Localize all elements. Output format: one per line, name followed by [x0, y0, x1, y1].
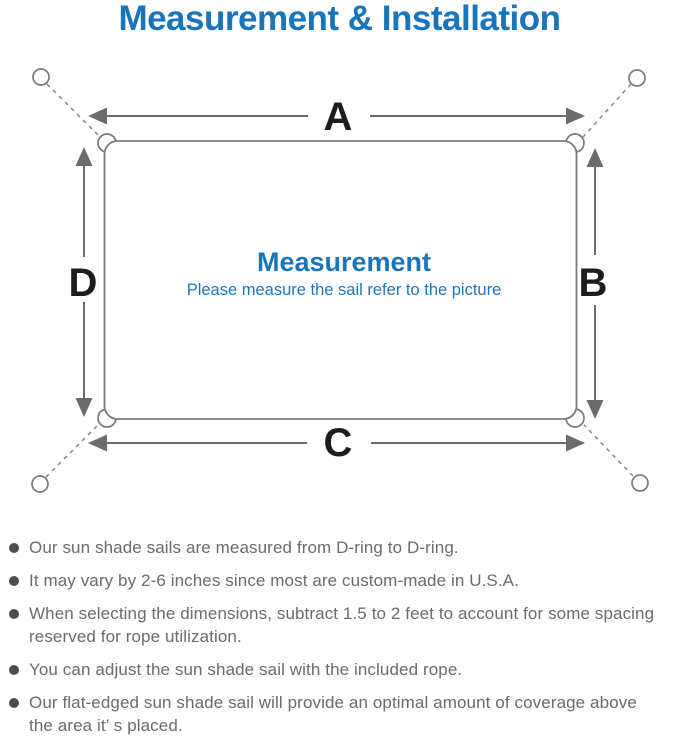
dimension-label-d: D	[69, 261, 98, 305]
note-item: Our sun shade sails are measured from D-…	[9, 536, 675, 559]
dimension-label-a: A	[324, 95, 353, 139]
note-item: Our flat-edged sun shade sail will provi…	[9, 691, 675, 737]
note-text: It may vary by 2-6 inches since most are…	[29, 571, 519, 590]
note-text: You can adjust the sun shade sail with t…	[29, 660, 463, 679]
bullet-dot-icon	[9, 698, 19, 708]
arrow-d	[75, 147, 93, 417]
diagram-center-subtitle: Please measure the sail refer to the pic…	[187, 281, 502, 299]
arrow-b	[586, 148, 604, 419]
rope-line-top-right	[582, 83, 632, 138]
note-text: Our flat-edged sun shade sail will provi…	[29, 693, 637, 735]
note-item: It may vary by 2-6 inches since most are…	[9, 569, 675, 592]
dimension-label-c: C	[324, 421, 353, 465]
anchor-ring-bottom-right-icon	[631, 474, 649, 492]
rope-line-top-left	[46, 83, 101, 138]
page-title: Measurement & Installation	[118, 0, 561, 38]
note-item: You can adjust the sun shade sail with t…	[9, 658, 675, 681]
anchor-ring-top-left-icon	[32, 68, 50, 86]
bullet-dot-icon	[9, 609, 19, 619]
anchor-ring-top-right-icon	[628, 69, 646, 87]
diagram-center-title: Measurement	[257, 247, 431, 277]
arrow-a	[88, 107, 585, 125]
bullet-dot-icon	[9, 543, 19, 553]
note-text: Our sun shade sails are measured from D-…	[29, 538, 459, 557]
anchor-ring-bottom-left-icon	[31, 475, 49, 493]
arrow-c	[88, 434, 585, 452]
measurement-notes-list: Our sun shade sails are measured from D-…	[9, 536, 675, 737]
note-item: When selecting the dimensions, subtract …	[9, 602, 675, 648]
sail-outline	[103, 140, 578, 420]
dimension-label-b: B	[579, 261, 608, 305]
bullet-dot-icon	[9, 576, 19, 586]
note-text: When selecting the dimensions, subtract …	[29, 604, 655, 646]
measurement-diagram: A B C D Measurement Please measure the s…	[0, 55, 679, 510]
rope-line-bottom-right	[583, 424, 634, 477]
rope-line-bottom-left	[45, 423, 100, 478]
bullet-dot-icon	[9, 665, 19, 675]
